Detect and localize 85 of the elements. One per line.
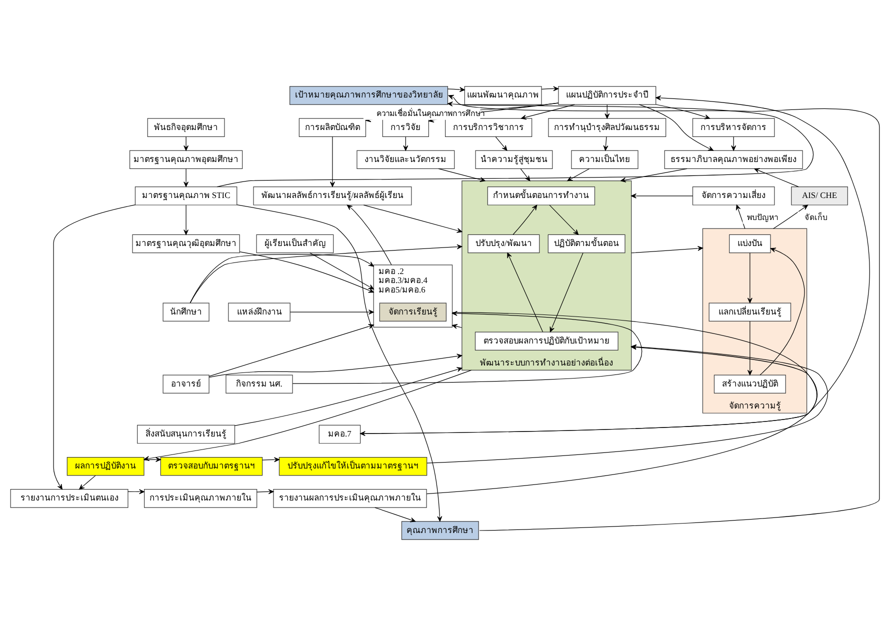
node-box: การบริหารจัดการ — [692, 118, 775, 136]
arrow — [184, 204, 189, 234]
arrow — [208, 324, 374, 376]
node-box: กิจกรรม นศ. — [226, 374, 293, 393]
arrow — [438, 168, 486, 182]
arrow — [656, 104, 710, 119]
node-box: พันธกิจอุดมศึกษา — [147, 118, 225, 136]
arrow — [184, 168, 189, 186]
arrow — [79, 474, 96, 490]
arrow — [520, 104, 575, 120]
node-box: กำหนดขั้นตอนการทำงาน — [487, 186, 596, 205]
node-box: แลกเปลี่ยนเรียนรู้ — [708, 302, 792, 321]
arrow — [631, 192, 693, 198]
arrow — [208, 353, 462, 378]
arrow — [262, 456, 280, 462]
node-box: แหล่งฝึกงาน — [228, 302, 290, 321]
arrow — [234, 366, 462, 426]
arrow — [747, 320, 752, 375]
node-box: AIS/ CHE — [791, 186, 848, 205]
node-box: รายงานผลการประเมินคุณภาพภายใน — [273, 488, 427, 508]
arrow — [290, 309, 374, 314]
arrow — [256, 488, 274, 494]
node-box: นำความรู้สู่ชุมชน — [475, 150, 553, 168]
arrow — [330, 136, 335, 186]
node-box: สร้างแนวปฏิบัติ — [714, 374, 786, 393]
arrow — [292, 310, 642, 384]
arrow — [184, 136, 189, 150]
node-box: ผลการปฏิบัติงาน — [66, 456, 144, 476]
arrow — [512, 204, 538, 234]
node-box: ปรับปรุงแก้ไขให้เป็นตามมาตรฐานฯ — [278, 456, 428, 476]
node-box: สิ่งสนับสนุนการเรียนรู้ — [137, 424, 236, 444]
node-box: ผู้เรียนเป็นสำคัญ — [256, 234, 334, 253]
arrow — [549, 204, 579, 234]
arrow — [363, 204, 462, 232]
node-box: มาตรฐานคุณภาพอุดมศึกษา — [129, 150, 243, 168]
node-box: ความเป็นไทย — [571, 150, 638, 168]
node-box: การประเมินคุณภาพภายใน — [144, 488, 258, 508]
node-box: คุณภาพการศึกษา — [401, 520, 479, 540]
node-box: มาตรฐานคุณวุฒิอุดมศึกษา — [132, 234, 240, 253]
arrow — [550, 252, 584, 332]
node-box: แบ่งปัน — [729, 234, 771, 253]
node-box: รายงานการประเมินตนเอง — [10, 488, 128, 508]
node-box: อาจารย์ — [162, 374, 210, 393]
node-box: พัฒนาผลลัพธ์การเรียนรู้/ผลลัพธ์ผู้เรียน — [253, 186, 412, 205]
node-box: ปฏิบัติตามขั้นตอน — [548, 234, 626, 253]
arrow — [374, 506, 416, 522]
node-box: การผลิตบัณฑิต — [298, 118, 366, 136]
arrow — [747, 252, 752, 303]
arrow — [236, 204, 442, 522]
node-box: จัดการความเสี่ยง — [692, 186, 775, 205]
arrow — [638, 104, 714, 150]
arrow — [760, 247, 805, 375]
arrow — [620, 168, 688, 182]
arrow — [190, 244, 462, 303]
node-box: แผนปฏิบัติการประจำปี — [558, 86, 656, 104]
arrow — [346, 204, 392, 265]
node-box: ตรวจสอบผลการปฏิบัติกับเป้าหมาย — [474, 331, 618, 350]
arrow — [736, 204, 746, 228]
arrow — [53, 204, 136, 490]
arrow — [452, 324, 462, 328]
arrow — [754, 168, 799, 187]
arrow — [507, 252, 544, 332]
node-box: การทำนุบำรุงศิลปวัฒนธรรม — [548, 118, 666, 136]
node-box: มาตรฐานคุณภาพ STIC — [134, 186, 238, 205]
arrow — [310, 252, 374, 289]
node-box: เป้าหมายคุณภาพการศึกษาของวิทยาลัย — [290, 86, 448, 104]
node-box: มคอ.7 — [318, 424, 361, 444]
node-box: งานวิจัยและนวัตกรรม — [356, 150, 455, 168]
arrow — [567, 168, 590, 181]
arrow — [495, 136, 508, 150]
arrow — [541, 86, 559, 91]
arrow — [631, 245, 704, 253]
node-box: แผนพัฒนาคุณภาพ — [464, 86, 542, 104]
arrow — [216, 101, 814, 187]
node-box: นักศึกษา — [162, 302, 210, 321]
node-box: ธรรมาภิบาลคุณภาพอย่างพอเพียง — [664, 150, 803, 168]
node-box: การวิจัย — [382, 118, 429, 136]
node-box: จัดการเรียนรู้ — [379, 302, 447, 321]
arrow — [603, 136, 608, 150]
arrow — [128, 488, 144, 494]
node-box: ตรวจสอบกับมาตรฐานฯ — [160, 456, 263, 476]
arrow — [447, 86, 465, 92]
arrow — [773, 204, 808, 228]
node-box: การบริการวิชาการ — [445, 118, 532, 136]
node-box: ปรับปรุง/พัฒนา — [468, 234, 540, 253]
